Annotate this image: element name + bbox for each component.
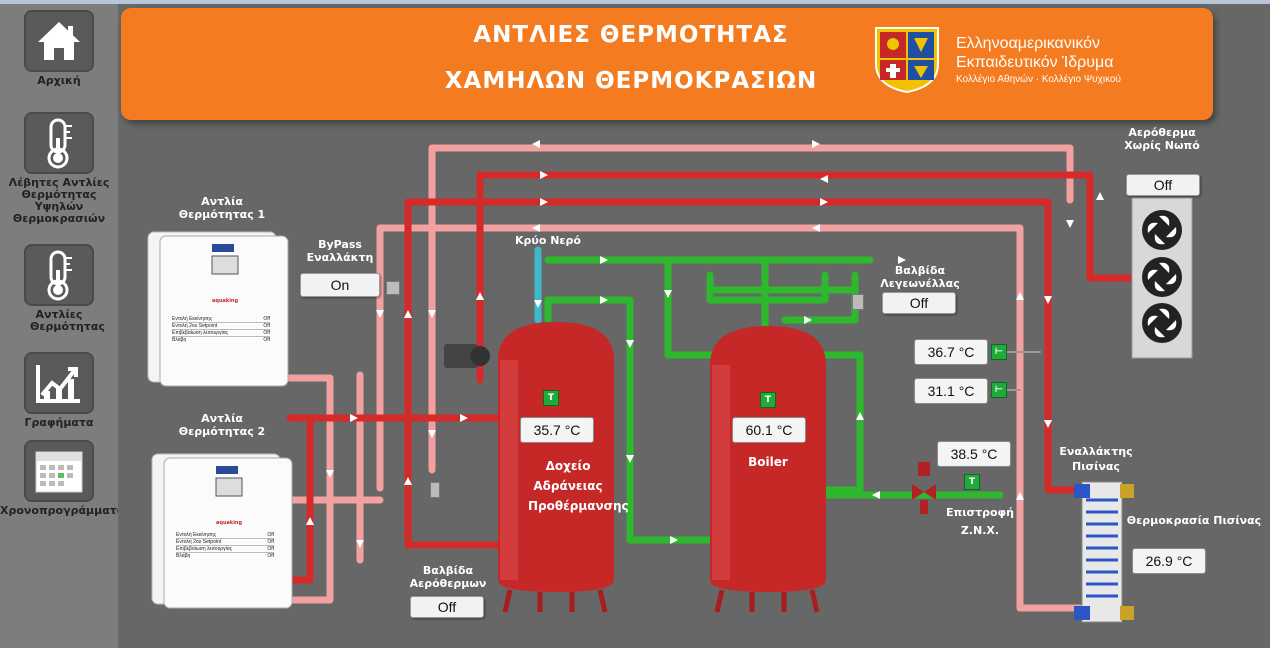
window-top-bar [0,0,1270,4]
pool-temp-label: Θερμοκρασία Πισίνας [1126,514,1262,527]
sidebar-item-label: Χρονοπρογράμματα [0,504,125,517]
sidebar-item-heatpumps[interactable]: Αντλίες Θερμότητας [0,244,118,333]
hp2-row-name: Επιβεβαίωση λειτουργίας [176,546,233,552]
tank-boiler [710,326,826,613]
return-label: Επιστροφή Ζ.Ν.Χ. [946,506,1014,537]
sensor-tank1-icon: T [543,390,559,406]
pool-heat-exchanger [1074,481,1134,623]
thermometer-icon [24,244,94,306]
sensor-a-icon: ⊢ [991,344,1007,360]
hp1-row-value: Off [263,330,270,336]
sidebar-item-high-temp-heatpumps[interactable]: Λέβητες Αντλίες Θερμότητας Υψηλών Θερμοκ… [0,112,118,225]
hp2-row-value: Off [267,532,274,538]
valve-legionella-status[interactable]: Off [882,292,956,314]
school-crest-logo [875,27,939,94]
cold-water-label: Κρύο Νερό [515,234,581,247]
sidebar-item-label: Αντλίες Θερμότητας [30,308,105,333]
legionella-valve-icon[interactable] [852,294,864,310]
page-title: ΑΝΤΛΙΕΣ ΘΕΡΜΟΤΗΤΑΣ [473,22,789,48]
vertical-arrows [306,192,1104,548]
hp1-row-name: Βλάβη [172,337,187,343]
hp2-row-value: Off [267,546,274,552]
hp1-row-name: Επιβεβαίωση λειτουργίας [172,330,229,336]
hp2-row-name: Εντολή 2ου Setpoint [176,539,222,545]
bypass-label: ByPass Εναλλάκτη [306,238,374,264]
hp1-row-name: Εντολή 2ου Setpoint [172,323,218,329]
chart-icon [24,352,94,414]
sidebar-item-charts[interactable]: Γραφήματα [0,352,118,429]
valve-legionella-label: Βαλβίδα Λεγεωνέλλας [880,264,960,290]
hp1-row-value: Off [263,337,270,343]
tank1-temp: 35.7 °C [520,417,594,443]
hp1-row-name: Εντολή Εκκίνησης [172,316,213,322]
tank-preheat [498,322,614,613]
valve-fan-label: Βαλβίδα Αερόθερμων [409,564,487,590]
sensor-tank2-icon: T [760,392,776,408]
sidebar-item-label: Γραφήματα [24,416,94,429]
sidebar-item-label: Λέβητες Αντλίες Θερμότητας Υψηλών Θερμοκ… [8,176,110,225]
hp1-label: Αντλία Θερμότητας 1 [178,195,266,221]
sensor-b-icon: ⊢ [991,382,1007,398]
hp1-brand: aquaking [212,298,239,304]
tank2-label: Boiler [748,455,788,469]
hp2-row-name: Εντολή Εκκίνησης [176,532,217,538]
sensor-a-temp: 36.7 °C [914,339,988,365]
fan-coil-status[interactable]: Off [1126,174,1200,196]
org-name-line1: Ελληνοαμερικανικόν [956,35,1101,52]
header-banner: ΑΝΤΛΙΕΣ ΘΕΡΜΟΤΗΤΑΣ ΧΑΜΗΛΩΝ ΘΕΡΜΟΚΡΑΣΙΩΝ … [121,8,1213,120]
hp1-row-value: Off [263,316,270,322]
fan-coil-unit [1131,197,1193,359]
tank2-temp: 60.1 °C [732,417,806,443]
sensor-return-icon: T [964,474,980,490]
hp2-brand: aquaking [216,520,243,526]
fan-valve-icon[interactable] [430,482,440,498]
thermometer-icon [24,112,94,174]
pool-exchanger-label: Εναλλάκτης Πισίνας [1059,445,1133,473]
hp2-row-name: Βλάβη [176,553,191,559]
bypass-status[interactable]: On [300,273,380,297]
fan-coil-label: Αερόθερμα Χωρίς Νωπό [1124,126,1200,152]
home-icon [24,10,94,72]
tank1-label: Δοχείο Αδράνειας Προθέρμανσης [528,459,629,513]
hp1-row-value: Off [263,323,270,329]
hp2-row-value: Off [267,539,274,545]
sensor-b-temp: 31.1 °C [914,378,988,404]
valve-fan-status[interactable]: Off [410,596,484,618]
hp2-label: Αντλία Θερμότητας 2 [178,412,266,438]
org-name-line3: Κολλέγιο Αθηνών · Κολλέγιο Ψυχικού [956,74,1122,85]
sidebar-item-label: Αρχική [37,74,81,87]
return-valve [912,462,936,514]
hp2-row-value: Off [267,553,274,559]
bypass-valve-icon[interactable] [386,281,400,295]
pool-temp: 26.9 °C [1132,548,1206,574]
circulation-pump [444,344,490,368]
return-temp: 38.5 °C [937,441,1011,467]
page-subtitle: ΧΑΜΗΛΩΝ ΘΕΡΜΟΚΡΑΣΙΩΝ [444,68,818,94]
calendar-icon [24,440,94,502]
sidebar-item-schedules[interactable]: Χρονοπρογράμματα [0,440,125,517]
sidebar: Αρχική Λέβητες Αντλίες Θερμότητας Υψηλών… [0,4,125,648]
sidebar-item-home[interactable]: Αρχική [0,10,118,87]
org-name-line2: Εκπαιδευτικόν Ίδρυμα [956,54,1114,71]
